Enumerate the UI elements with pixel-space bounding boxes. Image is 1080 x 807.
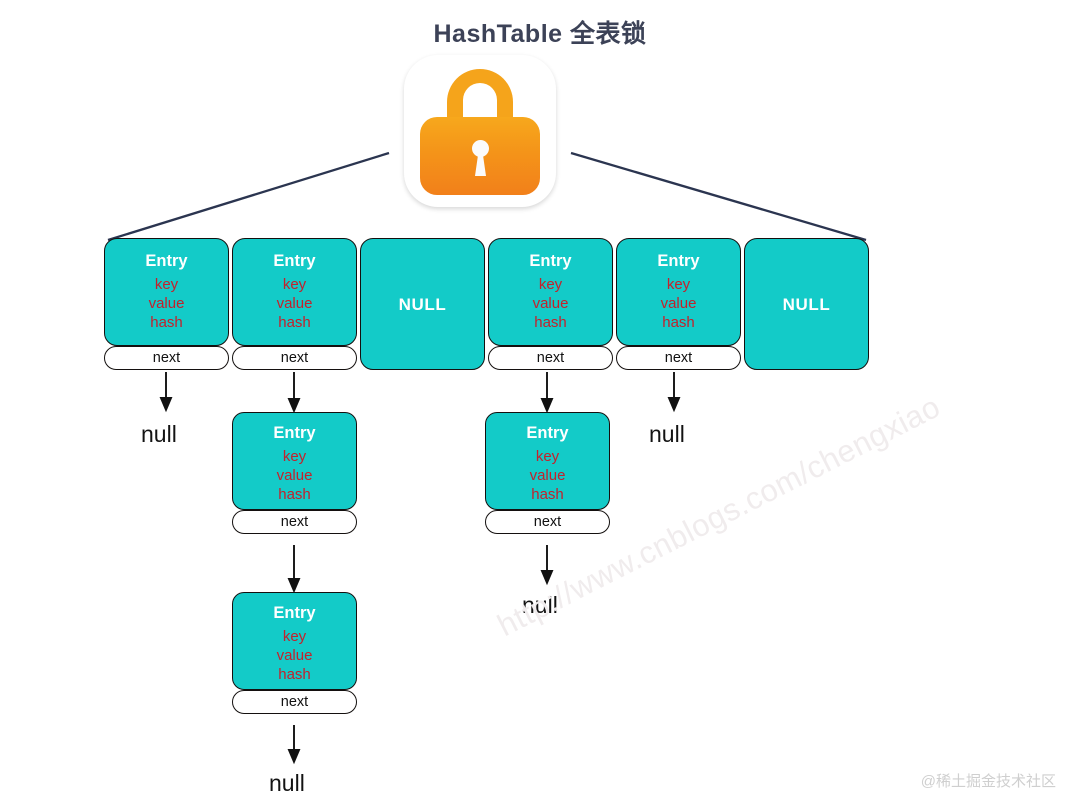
bucket-4-body: Entry key value hash — [616, 238, 741, 346]
entry-field-key: key — [538, 275, 563, 293]
bucket-2-null-label: NULL — [398, 295, 447, 314]
entry-label: Entry — [145, 252, 188, 270]
entry-field-key: key — [666, 275, 691, 293]
entry-field-key: key — [282, 627, 307, 645]
bucket-4-entry: Entry key value hash — [617, 253, 740, 330]
entry-label: Entry — [657, 252, 700, 270]
entry-field-key: key — [282, 275, 307, 293]
entry-field-hash: hash — [534, 313, 567, 331]
entry-field-hash: hash — [662, 313, 695, 331]
padlock-icon — [404, 55, 556, 207]
bucket-cell-2[interactable]: NULL — [360, 238, 485, 370]
bucket-4-next[interactable]: next — [616, 346, 741, 370]
chain-node-bucket1-depth1[interactable]: Entry key value hash next — [232, 412, 357, 534]
chain-node-bucket1-depth2[interactable]: Entry key value hash next — [232, 592, 357, 714]
entry-field-value: value — [276, 646, 313, 664]
chain-node-body: Entry key value hash — [232, 412, 357, 510]
entry-field-hash: hash — [278, 313, 311, 331]
null-terminal-chain-1: null — [269, 770, 305, 796]
bucket-3-next[interactable]: next — [488, 346, 613, 370]
bucket-cell-4[interactable]: Entry key value hash next — [616, 238, 741, 370]
page-title: HashTable 全表锁 — [433, 20, 647, 48]
null-terminal-bucket-0: null — [141, 421, 177, 447]
entry-field-hash: hash — [278, 665, 311, 683]
chain-node-body: Entry key value hash — [232, 592, 357, 690]
entry-field-key: key — [535, 447, 560, 465]
watermark-community: @稀土掘金技术社区 — [920, 773, 1056, 790]
entry-label: Entry — [273, 252, 316, 270]
bucket-5-body: NULL — [744, 238, 869, 370]
bucket-1-next[interactable]: next — [232, 346, 357, 370]
entry-label: Entry — [273, 424, 316, 442]
chain-node-entry: Entry key value hash — [486, 425, 609, 502]
bucket-5-null-label: NULL — [782, 295, 831, 314]
null-terminal-chain-3: null — [522, 592, 558, 618]
chain-node-next[interactable]: next — [485, 510, 610, 534]
entry-field-hash: hash — [531, 485, 564, 503]
bucket-3-body: Entry key value hash — [488, 238, 613, 346]
bucket-cell-3[interactable]: Entry key value hash next — [488, 238, 613, 370]
chain-node-entry: Entry key value hash — [233, 425, 356, 502]
padlock-keyhole-circle — [472, 140, 489, 157]
bucket-cell-0[interactable]: Entry key value hash next — [104, 238, 229, 370]
chain-node-bucket3-depth1[interactable]: Entry key value hash next — [485, 412, 610, 534]
entry-label: Entry — [526, 424, 569, 442]
chain-node-next[interactable]: next — [232, 690, 357, 714]
entry-field-value: value — [148, 294, 185, 312]
entry-field-hash: hash — [150, 313, 183, 331]
entry-label: Entry — [273, 604, 316, 622]
bucket-cell-5[interactable]: NULL — [744, 238, 869, 370]
bucket-0-entry: Entry key value hash — [105, 253, 228, 330]
chain-node-next[interactable]: next — [232, 510, 357, 534]
entry-field-hash: hash — [278, 485, 311, 503]
entry-field-value: value — [660, 294, 697, 312]
entry-field-key: key — [154, 275, 179, 293]
bucket-0-next[interactable]: next — [104, 346, 229, 370]
chain-node-body: Entry key value hash — [485, 412, 610, 510]
entry-field-value: value — [276, 294, 313, 312]
entry-field-value: value — [529, 466, 566, 484]
bucket-1-body: Entry key value hash — [232, 238, 357, 346]
bucket-1-entry: Entry key value hash — [233, 253, 356, 330]
entry-field-value: value — [532, 294, 569, 312]
chain-node-entry: Entry key value hash — [233, 605, 356, 682]
bucket-0-body: Entry key value hash — [104, 238, 229, 346]
padlock-keyhole-stem — [475, 150, 486, 176]
entry-field-key: key — [282, 447, 307, 465]
entry-field-value: value — [276, 466, 313, 484]
bucket-3-entry: Entry key value hash — [489, 253, 612, 330]
bucket-cell-1[interactable]: Entry key value hash next — [232, 238, 357, 370]
entry-label: Entry — [529, 252, 572, 270]
null-terminal-bucket-4: null — [649, 421, 685, 447]
bucket-2-body: NULL — [360, 238, 485, 370]
